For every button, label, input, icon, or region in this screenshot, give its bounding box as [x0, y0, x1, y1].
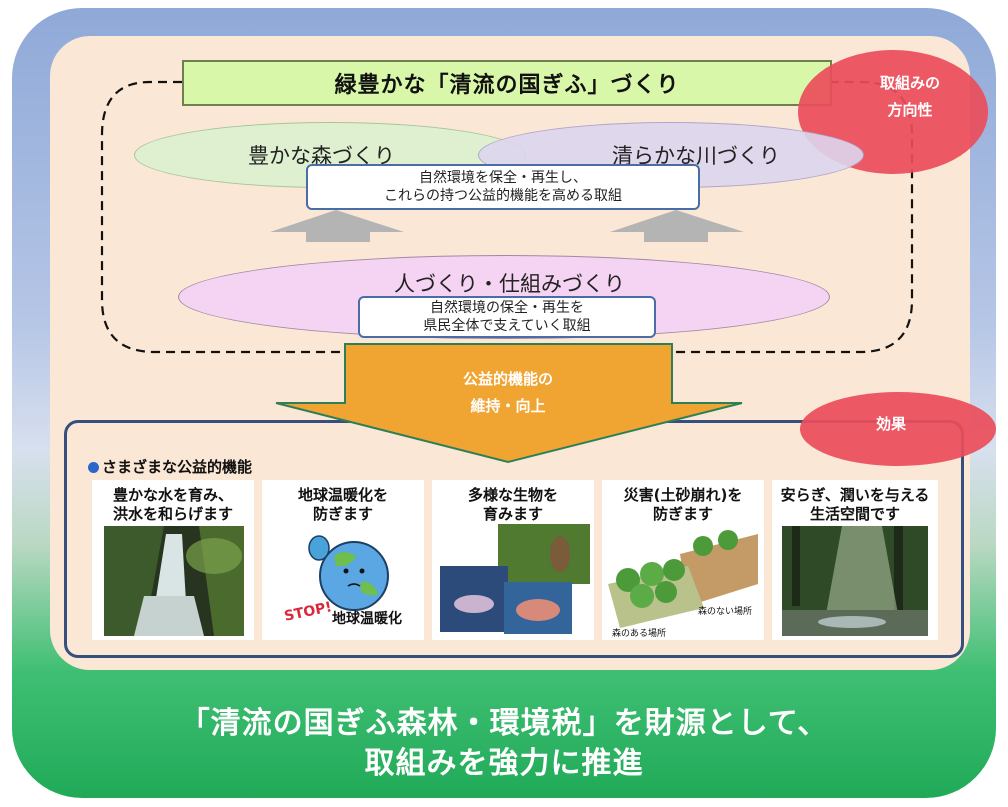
people-box-line2: 県民全体で支えていく取組 [423, 318, 591, 334]
card-warming-line1: 地球温暖化を [297, 486, 388, 504]
bullet-icon [88, 462, 99, 473]
earth-illustration [274, 526, 414, 636]
up-arrow-icon [610, 210, 744, 242]
conserve-box: 自然環境を保全・再生し、 これらの持つ公益的機能を高める取組 [306, 164, 700, 210]
warming-text: 地球温暖化 [332, 611, 402, 627]
forest-stream-image [782, 526, 928, 636]
no-forest-label: 森のない場所 [698, 607, 753, 617]
conserve-box-line1: 自然環境を保全・再生し、 [419, 170, 587, 186]
bottom-text-line2: 取組みを強力に推進 [364, 746, 644, 781]
people-label: 人づくり・仕組みづくり [394, 272, 625, 296]
up-arrow-icon [270, 210, 404, 242]
card-water-line2: 洪水を和らげます [112, 505, 233, 523]
direction-label-line1: 取組みの [879, 74, 940, 92]
function-card-disaster: 災害(土砂崩れ)を 防ぎます 森のない場所 森のある場所 [602, 480, 764, 640]
arrow-text-line1: 公益的機能の [462, 370, 553, 388]
functions-heading: さまざまな公益的機能 [88, 456, 252, 477]
direction-label-line2: 方向性 [887, 101, 933, 119]
page-title: 緑豊かな「清流の国ぎふ」づくり [182, 60, 832, 106]
effect-badge [800, 392, 996, 466]
card-living-line1: 安らぎ、潤いを与える [780, 486, 930, 504]
effect-label: 効果 [876, 415, 907, 433]
bottom-text-line1: 「清流の国ぎふ森林・環境税」を財源として、 [179, 706, 829, 741]
card-living-line2: 生活空間です [809, 505, 900, 523]
card-disaster-line2: 防ぎます [652, 505, 713, 523]
landslide-illustration [608, 524, 760, 636]
card-bio-line2: 育みます [482, 505, 543, 523]
people-box-line1: 自然環境の保全・再生を [430, 300, 584, 316]
function-card-warming: 地球温暖化を 防ぎます STOP! 地球温暖化 [262, 480, 424, 640]
conserve-box-line2: これらの持つ公益的機能を高める取組 [384, 188, 622, 204]
card-warming-line2: 防ぎます [312, 505, 373, 523]
card-disaster-line1: 災害(土砂崩れ)を [623, 486, 743, 504]
wildlife-image [440, 524, 590, 640]
card-water-line1: 豊かな水を育み、 [112, 486, 233, 504]
function-card-water: 豊かな水を育み、 洪水を和らげます [92, 480, 254, 640]
arrow-text-line2: 維持・向上 [470, 397, 546, 415]
functions-heading-text: さまざまな公益的機能 [102, 458, 253, 476]
with-forest-label: 森のある場所 [612, 629, 667, 639]
waterfall-image [104, 526, 244, 636]
function-card-biodiversity: 多様な生物を 育みます [432, 480, 594, 640]
card-bio-line1: 多様な生物を [467, 486, 558, 504]
people-box: 自然環境の保全・再生を 県民全体で支えていく取組 [358, 296, 656, 338]
down-arrow-icon [275, 343, 743, 464]
function-card-living: 安らぎ、潤いを与える 生活空間です [772, 480, 938, 640]
